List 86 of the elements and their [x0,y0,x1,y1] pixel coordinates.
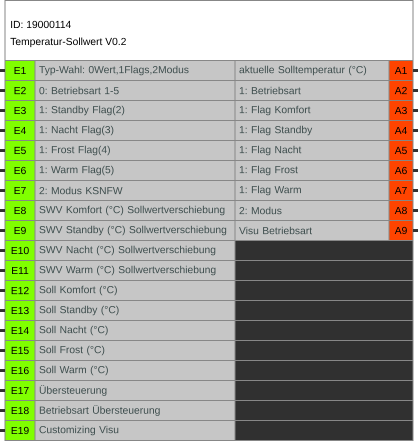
input-port-cell: E4 [4,120,36,141]
output-port-cell: A8 [388,200,414,221]
output-label-cell: 1: Flag Warm [234,180,390,201]
input-label-cell: Soll Warm (°C) [34,360,236,381]
input-label-cell: SWV Warm (°C) Sollwertverschiebung [34,260,236,281]
input-label-cell: SWV Komfort (°C) Sollwertverschiebung [34,200,236,221]
pin-stub [413,89,418,92]
output-port-cell: A3 [388,100,414,121]
pin-stub [0,269,5,272]
input-label-cell: SWV Nacht (°C) Sollwertverschiebung [34,240,236,261]
pin-stub [0,229,5,232]
input-port-cell: E3 [4,100,36,121]
pin-stub [413,129,418,132]
input-port-cell: E11 [4,260,36,281]
pin-stub [413,69,418,72]
pin-stub [0,249,5,252]
pin-stub [413,149,418,152]
pin-stub [413,169,418,172]
input-port-cell: E14 [4,320,36,341]
input-label-cell: Typ-Wahl: 0Wert,1Flags,2Modus [34,60,236,81]
output-port-cell: A6 [388,160,414,181]
input-port-cell: E2 [4,80,36,101]
input-port-cell: E19 [4,420,36,441]
output-label-cell: 1: Flag Standby [234,120,390,141]
pin-stub [413,229,418,232]
pin-stub [0,69,5,72]
output-label-cell: 2: Modus [234,200,390,221]
output-port-cell: A5 [388,140,414,161]
input-label-cell: 1: Frost Flag(4) [34,140,236,161]
pin-stub [0,309,5,312]
input-port-cell: E17 [4,380,36,401]
output-port-cell: A7 [388,180,414,201]
input-port-cell: E7 [4,180,36,201]
input-label-cell: Betriebsart Übersteuerung [34,400,236,421]
input-port-cell: E18 [4,400,36,421]
input-label-cell: Soll Komfort (°C) [34,280,236,301]
output-port-cell: A1 [388,60,414,81]
pin-stub [413,109,418,112]
pin-stub [0,389,5,392]
input-label-cell: 2: Modus KSNFW [34,180,236,201]
input-port-cell: E5 [4,140,36,161]
pin-stub [413,189,418,192]
pin-stub [0,109,5,112]
output-port-cell: A4 [388,120,414,141]
pin-stub [0,149,5,152]
pin-stub [0,169,5,172]
pin-stub [0,429,5,432]
pin-stub [413,209,418,212]
output-label-cell: aktuelle Solltemperatur (°C) [234,60,390,81]
output-label-cell: 1: Betriebsart [234,80,390,101]
pin-stub [0,409,5,412]
input-label-cell: SWV Standby (°C) Sollwertverschiebung [34,220,236,241]
block-id: ID: 19000114 [11,20,71,28]
pin-stub [0,189,5,192]
pin-stub [0,369,5,372]
input-port-cell: E1 [4,60,36,81]
input-port-cell: E10 [4,240,36,261]
input-label-cell: 1: Nacht Flag(3) [34,120,236,141]
pin-stub [0,289,5,292]
input-label-cell: Soll Frost (°C) [34,340,236,361]
input-label-cell: 1: Standby Flag(2) [34,100,236,121]
pin-stub [0,89,5,92]
input-label-cell: 0: Betriebsart 1-5 [34,80,236,101]
input-port-cell: E13 [4,300,36,321]
pin-stub [0,209,5,212]
input-label-cell: Customizing Visu [34,420,236,441]
pin-stub [0,129,5,132]
input-label-cell: Soll Standby (°C) [34,300,236,321]
output-port-cell: A2 [388,80,414,101]
output-port-cell: A9 [388,220,414,241]
input-port-cell: E8 [4,200,36,221]
output-label-cell: 1: Flag Frost [234,160,390,181]
block-title: Temperatur-Sollwert V0.2 [10,38,126,48]
input-port-cell: E16 [4,360,36,381]
input-label-cell: Soll Nacht (°C) [34,320,236,341]
output-label-cell: Visu Betriebsart [234,220,390,241]
output-label-cell: 1: Flag Komfort [234,100,390,121]
input-port-cell: E12 [4,280,36,301]
output-label-cell: 1: Flag Nacht [234,140,390,161]
input-label-cell: 1: Warm Flag(5) [34,160,236,181]
input-port-cell: E9 [4,220,36,241]
input-port-cell: E15 [4,340,36,361]
input-label-cell: Übersteuerung [34,380,236,401]
pin-stub [0,329,5,332]
input-port-cell: E6 [4,160,36,181]
pin-stub [0,349,5,352]
